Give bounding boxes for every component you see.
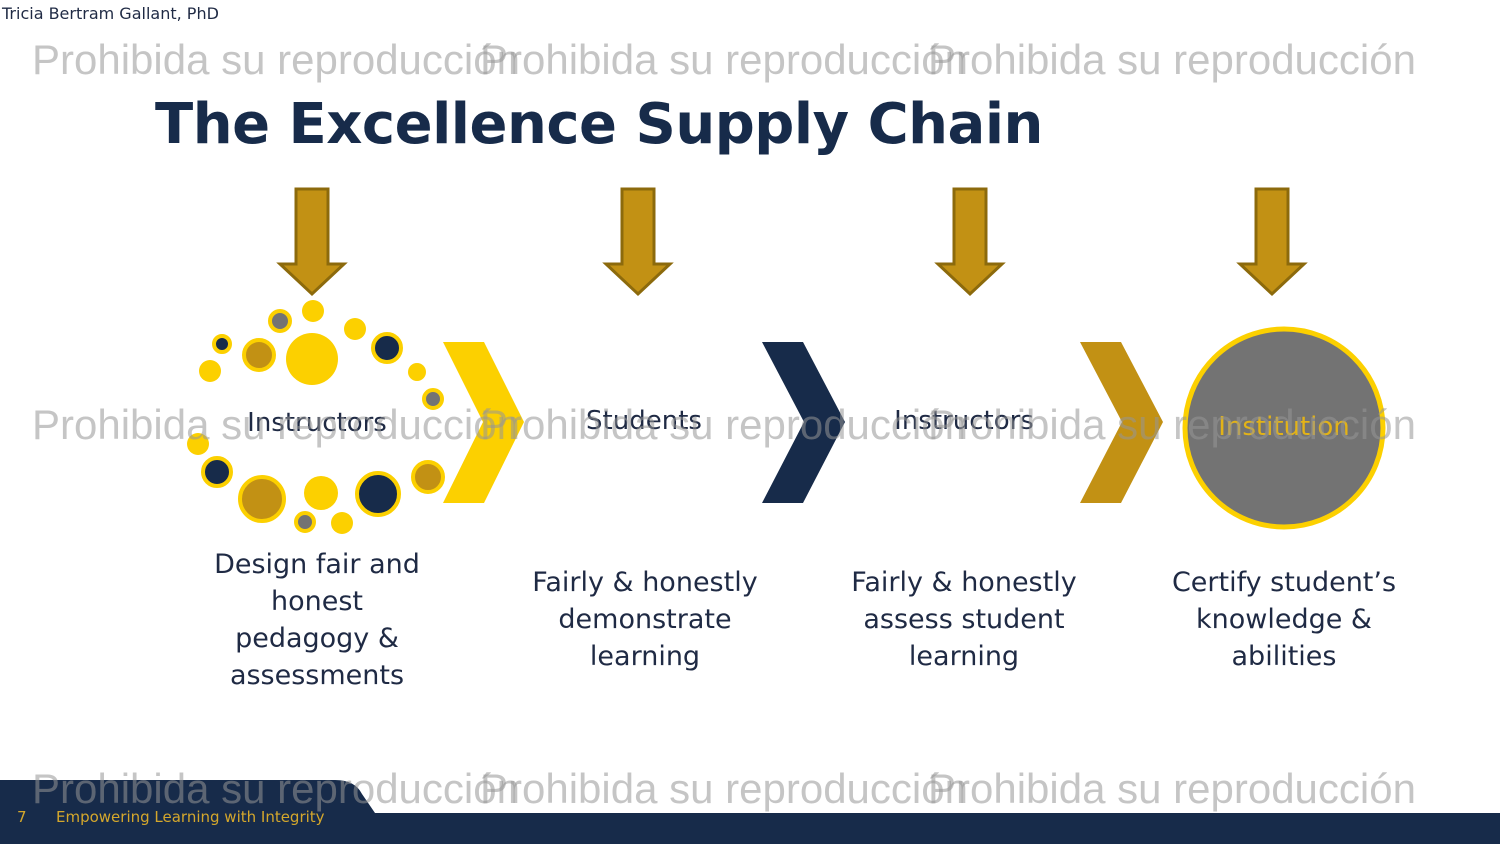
down-arrow-icon — [934, 187, 1006, 297]
down-arrow-icon — [602, 187, 674, 297]
chevron-right-icon — [762, 342, 845, 503]
down-arrow-icon — [1236, 187, 1308, 297]
stage-label-instructors-design: Instructors — [247, 408, 387, 438]
down-arrow-icon — [276, 187, 348, 297]
footer-tagline: Empowering Learning with Integrity — [56, 808, 325, 826]
stage-label-institution: Institution — [1218, 412, 1350, 442]
stage-description-instructors-assess: Fairly & honestly assess student learnin… — [851, 567, 1077, 672]
chevron-right-icon — [1080, 342, 1163, 503]
chevron-right-icon — [443, 342, 524, 503]
footer-bar — [0, 780, 1500, 844]
institution-circle — [1182, 326, 1386, 530]
dot-cluster-icon — [187, 300, 445, 534]
stage-description-instructors-design: Design fair and honest pedagogy & assess… — [214, 549, 420, 691]
stage-description-institution: Certify student’s knowledge & abilities — [1171, 567, 1397, 672]
slide-title: The Excellence Supply Chain — [155, 92, 1043, 157]
page-number: 7 — [17, 808, 27, 826]
stage-label-instructors-assess: Instructors — [894, 406, 1034, 436]
stage-label-students: Students — [586, 406, 702, 436]
stage-description-students: Fairly & honestly demonstrate learning — [532, 567, 758, 672]
author-name: Tricia Bertram Gallant, PhD — [2, 4, 219, 23]
